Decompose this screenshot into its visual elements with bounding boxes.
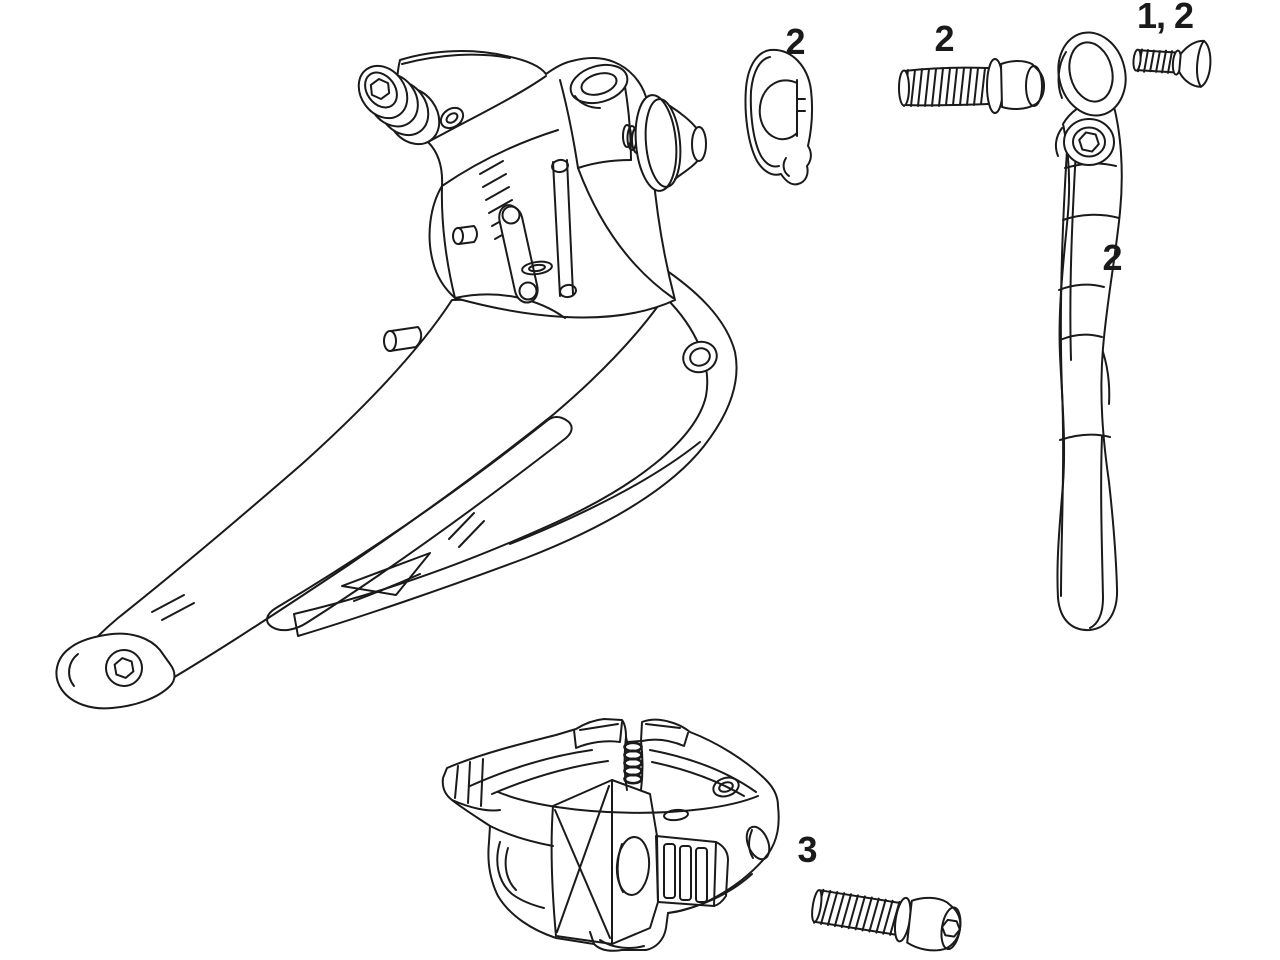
chain-catcher-arm-drawing	[1054, 31, 1127, 632]
clamp-top-oval	[712, 776, 740, 798]
spacer-washer-drawing	[744, 48, 813, 186]
tail-bolt-head	[105, 649, 143, 687]
return-spring-coil	[479, 160, 519, 240]
label-catcher-arm: 2	[1102, 237, 1121, 278]
label-clamp-bolt: 3	[797, 829, 816, 870]
body-oval-hole	[521, 260, 553, 276]
cable-anchor-barrel	[357, 64, 441, 146]
linkage-assembly	[383, 158, 577, 352]
mount-ring	[569, 63, 629, 109]
bolt-head	[1000, 60, 1045, 110]
pivot-stub	[383, 326, 423, 352]
arm-ring	[1057, 31, 1127, 117]
label-mount-bolt: 2	[934, 18, 953, 59]
spacer-dome	[758, 79, 798, 141]
clamp-spring-coil	[623, 741, 643, 785]
cage-slot	[266, 416, 573, 632]
derailleur-body	[396, 50, 676, 319]
arm-hex-socket	[1078, 131, 1100, 153]
cage-inner-wall	[293, 265, 738, 637]
cage-side-hole	[682, 340, 718, 374]
clamp-wedge-block	[550, 779, 659, 945]
arm-pivot-bolt	[1054, 118, 1115, 166]
clamp-drawing	[441, 718, 780, 952]
label-spacer: 2	[785, 21, 804, 62]
screw-head	[1178, 39, 1212, 88]
flat-head-screw-drawing	[1132, 39, 1212, 88]
front-derailleur-drawing	[55, 50, 738, 710]
clamp-bolt-hex-socket	[941, 918, 961, 938]
clamp-bolt-drawing	[811, 888, 962, 952]
barrel-hex-socket	[369, 78, 391, 100]
label-flat-head-screw: 1, 2	[1137, 0, 1193, 36]
mount-bolt-drawing	[898, 58, 1045, 114]
adjuster-assembly	[622, 94, 707, 192]
cage-tail	[55, 632, 176, 710]
cage-outer-arm	[65, 295, 659, 706]
arm-blade	[1056, 99, 1123, 632]
tail-bolt-hex-socket	[113, 657, 135, 679]
body-eyelet	[439, 106, 465, 130]
pivot-screw	[452, 225, 478, 245]
